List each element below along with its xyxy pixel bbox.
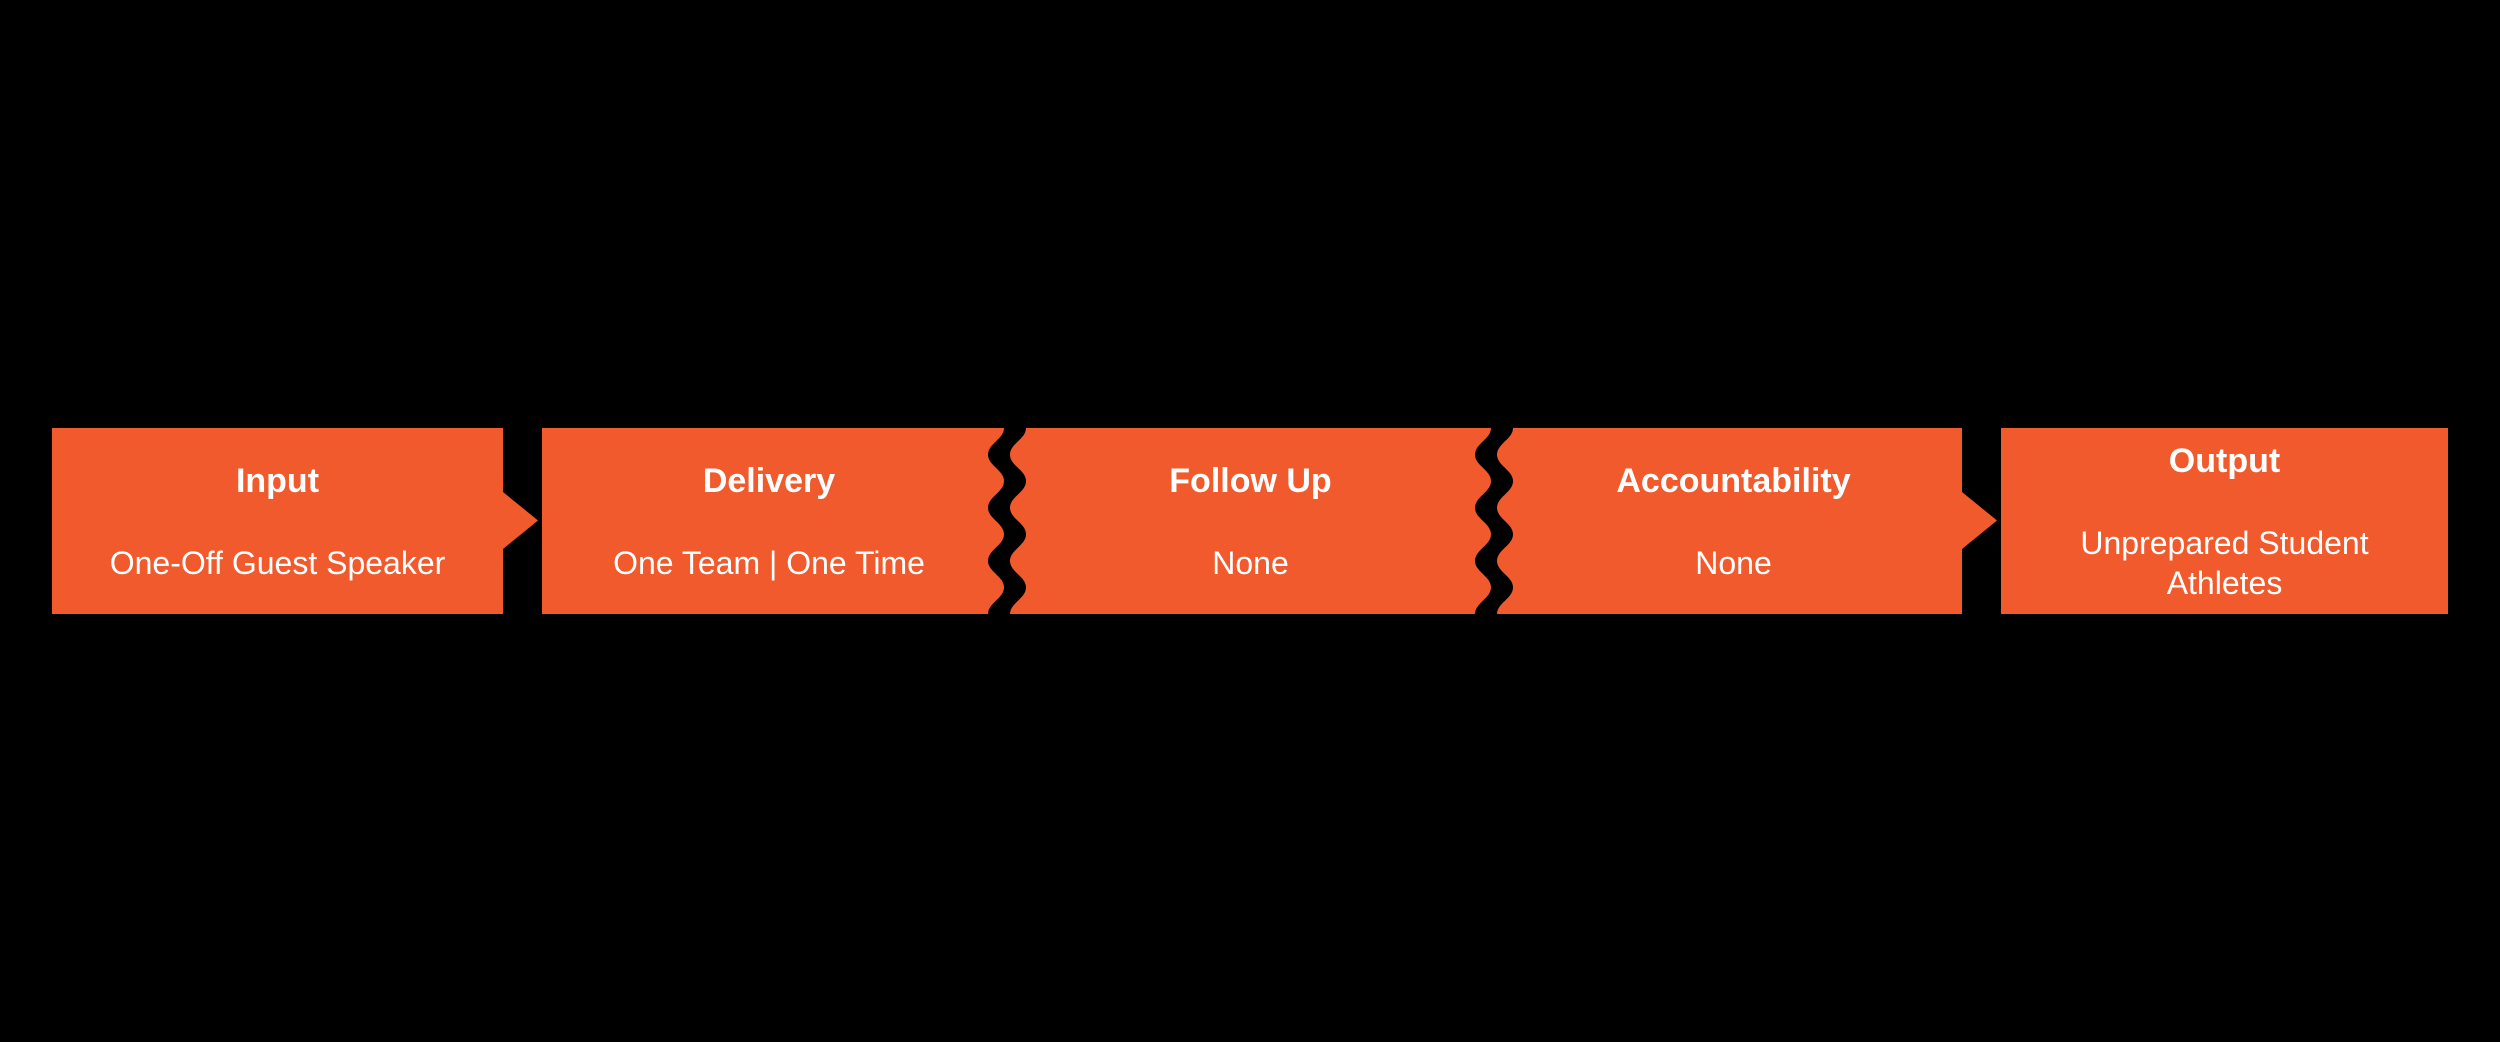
- step-title: Output: [2168, 442, 2281, 480]
- step-follow-up: Follow Up None: [1018, 428, 1483, 614]
- step-title: Accountability: [1616, 462, 1851, 500]
- step-body: Unprepared Student Athletes: [2080, 525, 2369, 601]
- step-title: Input: [235, 462, 320, 500]
- follow-up-box-shape: [1010, 428, 1491, 614]
- step-title: Follow Up: [1169, 462, 1332, 500]
- step-delivery: Delivery One Team | One Time: [542, 428, 996, 614]
- accountability-box-shape: [1497, 428, 1962, 614]
- output-box-shape: [2001, 428, 2448, 614]
- step-body: None: [1212, 545, 1289, 581]
- delivery-box-shape: [542, 428, 1004, 614]
- step-accountability: Accountability None: [1505, 428, 1962, 614]
- arrow-right-icon: [1962, 492, 1997, 549]
- arrow-right-icon: [503, 492, 538, 549]
- step-input: Input One-Off Guest Speaker: [52, 428, 503, 614]
- step-title: Delivery: [702, 462, 836, 500]
- step-body: One Team | One Time: [613, 545, 925, 581]
- input-box-shape: [52, 428, 503, 614]
- step-body: One-Off Guest Speaker: [109, 545, 446, 581]
- step-body: None: [1695, 545, 1772, 581]
- step-output: Output Unprepared Student Athletes: [2001, 428, 2448, 614]
